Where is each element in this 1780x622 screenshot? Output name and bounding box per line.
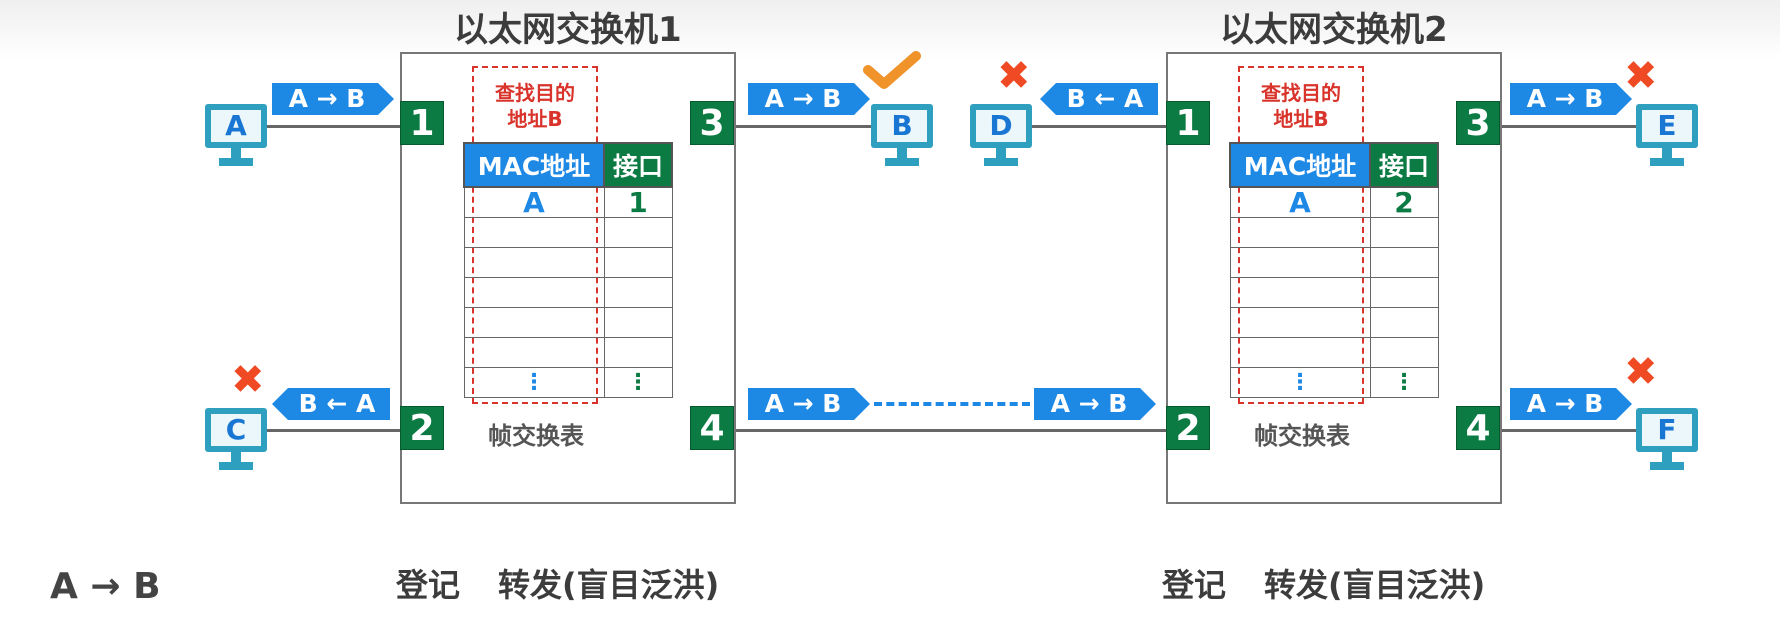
- switch-2-port-2: 2: [1166, 406, 1210, 450]
- check-mark-icon: [862, 50, 922, 98]
- x-mark-icon: ✖: [1624, 53, 1658, 99]
- host-a-computer-icon: A: [205, 104, 267, 172]
- host-f-computer-icon: F: [1636, 408, 1698, 476]
- frame-switch1-to-c: B ← A: [272, 388, 390, 420]
- switch-1-port-3: 3: [690, 101, 734, 145]
- switch-2-port-4: 4: [1456, 406, 1500, 450]
- wire-d-switch2: [1032, 125, 1166, 128]
- table-row: [1229, 217, 1439, 248]
- switch-1-col-mac: MAC地址: [463, 142, 605, 188]
- frame-into-switch2-port2: A → B: [1034, 388, 1156, 420]
- host-e-label: E: [1642, 110, 1692, 142]
- switch-1-col-port: 接口: [603, 142, 673, 188]
- x-mark-icon: ✖: [231, 357, 265, 403]
- switch-1-action-register: 登记: [396, 566, 461, 604]
- frame-a-to-switch1: A → B: [272, 83, 394, 115]
- switch-1-entry-port: 1: [603, 186, 673, 218]
- wire-switch1-b: [736, 125, 872, 128]
- table-row: [1229, 307, 1439, 338]
- host-c-label: C: [211, 414, 261, 446]
- switch-2-frame-table: MAC地址 接口 A 2 ⋮ ⋮: [1229, 142, 1439, 398]
- switch-2-col-mac: MAC地址: [1229, 142, 1371, 188]
- frame-switch1-out-port4: A → B: [748, 388, 870, 420]
- host-e-computer-icon: E: [1636, 104, 1698, 172]
- wire-switch2-f: [1502, 429, 1636, 432]
- switch-2-port-1: 1: [1166, 101, 1210, 145]
- frame-switch1-to-b: A → B: [748, 83, 870, 115]
- switch-2-ellipsis-port: ⋮: [1369, 367, 1439, 398]
- table-row: [1229, 247, 1439, 278]
- x-mark-icon: ✖: [997, 53, 1031, 99]
- wire-a-switch1: [262, 125, 400, 128]
- switch-2-action-forward: 转发(盲目泛洪): [1264, 566, 1486, 604]
- switch-1-lookup-label-line1: 查找目的: [495, 81, 575, 105]
- switch-2-title: 以太网交换机2: [1220, 10, 1448, 50]
- host-b-label: B: [877, 110, 927, 142]
- table-row: [463, 247, 673, 278]
- table-row: A 1: [463, 186, 673, 218]
- table-row: [1229, 337, 1439, 368]
- table-row: ⋮ ⋮: [1229, 367, 1439, 398]
- switch-2-col-port: 接口: [1369, 142, 1439, 188]
- switch-2-entry-port: 2: [1369, 186, 1439, 218]
- top-background: [0, 0, 1780, 60]
- table-row: [463, 217, 673, 248]
- table-row: [1229, 277, 1439, 308]
- switch-1-table-caption: 帧交换表: [488, 422, 584, 450]
- table-row: A 2: [1229, 186, 1439, 218]
- switch-2-ellipsis-mac: ⋮: [1229, 367, 1371, 398]
- host-d-label: D: [976, 110, 1026, 142]
- table-row: [463, 337, 673, 368]
- table-row: [463, 307, 673, 338]
- wire-switch2-e: [1502, 125, 1636, 128]
- host-f-label: F: [1642, 414, 1692, 446]
- legend-frame-direction: A → B: [50, 566, 161, 607]
- switch-1-title: 以太网交换机1: [454, 10, 682, 50]
- dashed-transit-line: [874, 402, 1030, 406]
- switch-2-table-caption: 帧交换表: [1254, 422, 1350, 450]
- host-a-label: A: [211, 110, 261, 142]
- table-row: [463, 277, 673, 308]
- switch-1-port-1: 1: [400, 101, 444, 145]
- host-d-computer-icon: D: [970, 104, 1032, 172]
- switch-2-lookup-label-line2: 地址B: [1273, 107, 1329, 131]
- switch-2-entry-mac: A: [1229, 186, 1371, 218]
- frame-switch2-to-f: A → B: [1510, 388, 1632, 420]
- switch-1-port-2: 2: [400, 406, 444, 450]
- switch-1-port-4: 4: [690, 406, 734, 450]
- host-b-computer-icon: B: [871, 104, 933, 172]
- switch-1-lookup-label-line2: 地址B: [507, 107, 563, 131]
- x-mark-icon: ✖: [1624, 349, 1658, 395]
- switch-2-port-3: 3: [1456, 101, 1500, 145]
- host-c-computer-icon: C: [205, 408, 267, 476]
- switch-1-frame-table: MAC地址 接口 A 1 ⋮ ⋮: [463, 142, 673, 398]
- frame-switch2-to-d: B ← A: [1040, 83, 1158, 115]
- wire-switch1-switch2: [736, 429, 1166, 432]
- wire-c-switch1: [262, 429, 400, 432]
- switch-1-entry-mac: A: [463, 186, 605, 218]
- switch-2-lookup-label-line1: 查找目的: [1261, 81, 1341, 105]
- switch-1-ellipsis-port: ⋮: [603, 367, 673, 398]
- table-row: ⋮ ⋮: [463, 367, 673, 398]
- switch-2-action-register: 登记: [1162, 566, 1227, 604]
- switch-1-ellipsis-mac: ⋮: [463, 367, 605, 398]
- switch-1-action-forward: 转发(盲目泛洪): [498, 566, 720, 604]
- frame-switch2-to-e: A → B: [1510, 83, 1632, 115]
